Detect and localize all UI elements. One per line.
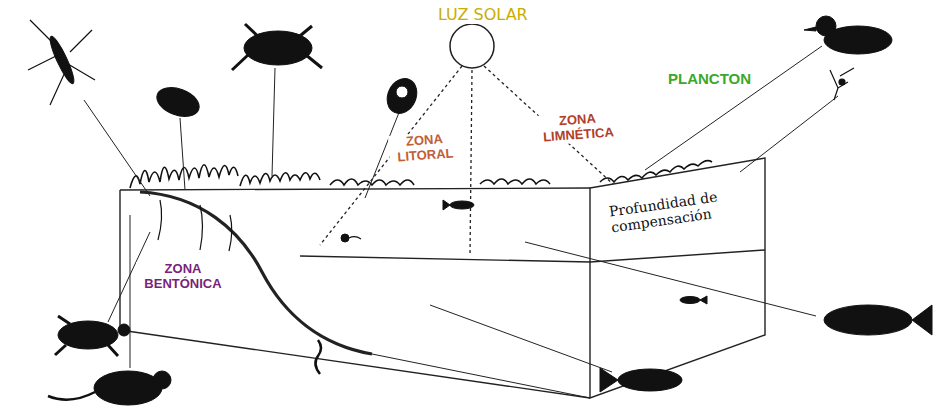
- duck: [804, 16, 892, 54]
- organisms: [28, 16, 932, 405]
- leader-line: [525, 242, 816, 316]
- reeds: [240, 173, 320, 186]
- water-surface-edge: [120, 188, 590, 190]
- compensation-line: [300, 256, 590, 262]
- zone-label: ZONA LITORAL: [388, 131, 462, 166]
- light-label: LUZ SOLAR: [436, 6, 530, 24]
- plankton: [830, 68, 854, 100]
- light-ray: [470, 70, 472, 255]
- light-ray: [320, 66, 462, 245]
- sun: [450, 24, 494, 68]
- side-face: [590, 158, 765, 398]
- leader-line: [84, 100, 150, 196]
- zone-label: ZONA LIMNÉTICA: [534, 110, 622, 146]
- leader-line: [430, 305, 612, 372]
- submerged-plants: [158, 200, 232, 251]
- frog: [232, 24, 322, 70]
- floating-plants: [480, 179, 550, 184]
- compensation-line: [590, 250, 765, 262]
- fish: [600, 368, 682, 392]
- muskrat: [48, 371, 171, 405]
- lake-bottom: [372, 354, 590, 398]
- floating-plants: [600, 161, 712, 182]
- water-strider: [28, 20, 95, 105]
- leader-line: [180, 118, 185, 190]
- plankton-label: PLANCTON: [666, 70, 753, 87]
- leader-line: [130, 215, 131, 368]
- leader-line: [645, 46, 822, 170]
- small-fish: [680, 296, 707, 304]
- turtle: [55, 316, 130, 356]
- tadpole: [341, 234, 361, 242]
- block-edge: [119, 190, 120, 330]
- light-ray: [484, 66, 625, 195]
- snail: [382, 74, 423, 118]
- beetle: [153, 82, 203, 121]
- leader-line: [272, 68, 275, 176]
- light-rays: [320, 66, 625, 255]
- small-fish: [443, 200, 474, 210]
- worm: [315, 340, 321, 374]
- leader-line: [740, 96, 838, 172]
- block-edge: [120, 330, 590, 398]
- fish: [824, 305, 932, 335]
- zone-label: ZONA BENTÓNICA: [136, 262, 230, 292]
- leader-lines: [84, 46, 838, 372]
